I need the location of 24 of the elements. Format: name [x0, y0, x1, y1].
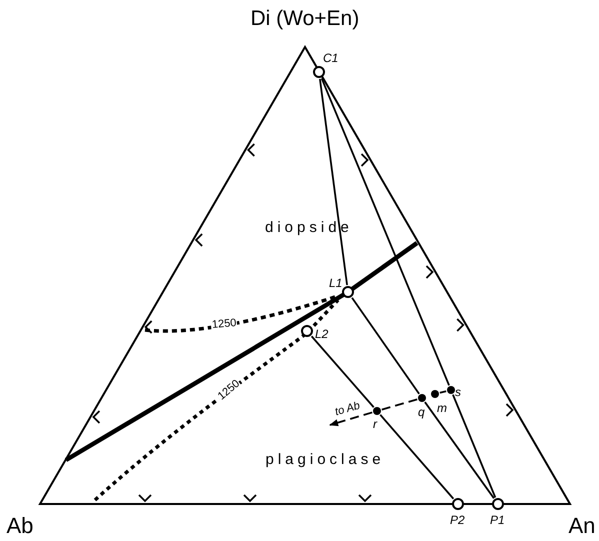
- point-label: C1: [323, 52, 338, 64]
- tie-line: [319, 78, 348, 286]
- point-label: q: [418, 406, 425, 418]
- vertex-label: Di (Wo+En): [250, 8, 360, 29]
- tie-line: [440, 390, 446, 394]
- point-label: P2: [450, 514, 465, 526]
- point-label: L2: [315, 328, 328, 340]
- point-label: s: [455, 386, 461, 398]
- vertex-label: Ab: [6, 515, 34, 537]
- point-label: m: [437, 402, 447, 414]
- tie-line: [380, 414, 454, 500]
- point-label: P1: [490, 514, 505, 526]
- point-label: L1: [329, 277, 342, 289]
- vertex-label: An: [568, 515, 596, 537]
- tie-line: [452, 394, 496, 498]
- arrow: [329, 412, 372, 426]
- tie-line: [351, 297, 420, 394]
- dashed-line: [382, 398, 418, 410]
- isotherm-label: 1250: [210, 318, 238, 332]
- tie-line: [424, 402, 495, 499]
- tie-line: [310, 336, 374, 408]
- point-label: r: [373, 418, 377, 430]
- tie-line: [320, 78, 450, 386]
- phase-field-label: plagioclase: [266, 452, 385, 467]
